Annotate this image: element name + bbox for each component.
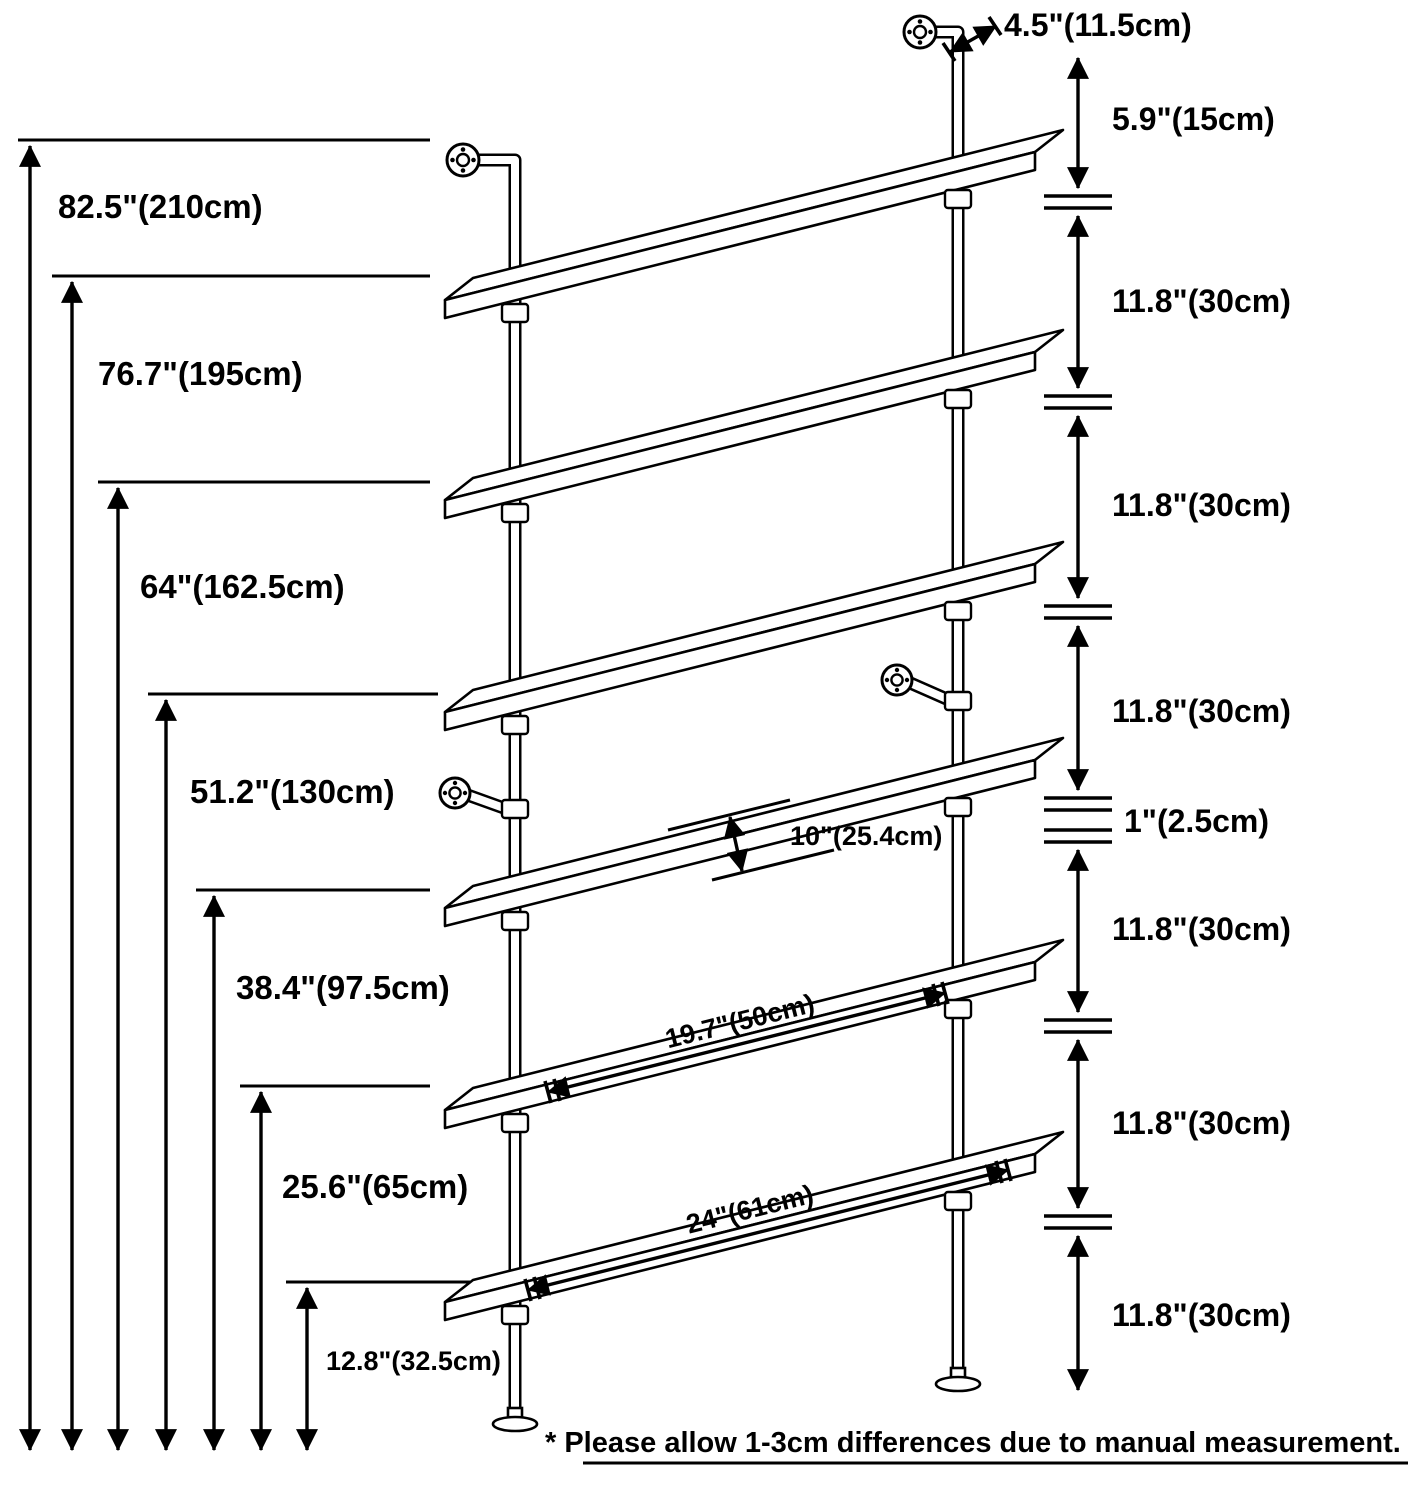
shelf-board-3	[443, 736, 1065, 928]
spacing-label-gap-3: 11.8"(30cm)	[1112, 693, 1291, 729]
spacing-label-gap-4: 11.8"(30cm)	[1112, 911, 1291, 947]
spacing-label-top-gap: 5.9"(15cm)	[1112, 101, 1275, 137]
measurement-note: * Please allow 1-3cm differences due to …	[545, 1427, 1408, 1465]
spacing-label-gap-2: 11.8"(30cm)	[1112, 487, 1291, 523]
left-pipe	[470, 153, 522, 1422]
height-label-shelf-1: 12.8"(32.5cm)	[326, 1346, 501, 1376]
pipe-couplings	[500, 188, 973, 1326]
height-label-shelf-6: 76.7"(195cm)	[98, 355, 303, 392]
spacing-label-gap-6: 11.8"(30cm)	[1112, 1297, 1291, 1333]
shelf-depth-label: 10"(25.4cm)	[790, 821, 942, 851]
shelf-board-4	[443, 540, 1065, 732]
wall-flange-mid-right	[880, 663, 914, 697]
floor-flange-right	[934, 1366, 982, 1393]
height-label-shelf-4: 51.2"(130cm)	[190, 773, 395, 810]
measurement-note-text: * Please allow 1-3cm differences due to …	[545, 1427, 1401, 1459]
height-label-shelf-2: 25.6"(65cm)	[282, 1168, 468, 1205]
height-label-shelf-5: 64"(162.5cm)	[140, 568, 345, 605]
depth-annotation: 10"(25.4cm)	[667, 798, 942, 882]
height-label-overall: 82.5"(210cm)	[58, 188, 263, 225]
wall-offset-annotation: 4.5"(11.5cm)	[941, 7, 1192, 62]
spacing-label-board-thickness: 1"(2.5cm)	[1124, 803, 1269, 839]
wall-offset-label: 4.5"(11.5cm)	[1004, 7, 1192, 43]
floor-flange-left	[491, 1406, 539, 1433]
spacing-label-gap-1: 11.8"(30cm)	[1112, 283, 1291, 319]
wall-flange-top-right	[902, 14, 938, 50]
wall-flange-mid-left	[438, 776, 472, 810]
right-spacing-dimensions: 4.5"(11.5cm) 5.9"(15cm) 11.8"(30cm) 11.8…	[941, 7, 1291, 1392]
spacing-label-gap-5: 11.8"(30cm)	[1112, 1105, 1291, 1141]
height-label-shelf-3: 38.4"(97.5cm)	[236, 969, 450, 1006]
shelf-board-2	[443, 938, 1065, 1130]
shelf-board-5	[443, 328, 1065, 520]
wall-flange-top-left	[445, 142, 481, 178]
shelf-board-6	[443, 128, 1065, 320]
left-height-dimensions: 82.5"(210cm) 76.7"(195cm) 64"(162.5cm) 5…	[18, 138, 501, 1452]
